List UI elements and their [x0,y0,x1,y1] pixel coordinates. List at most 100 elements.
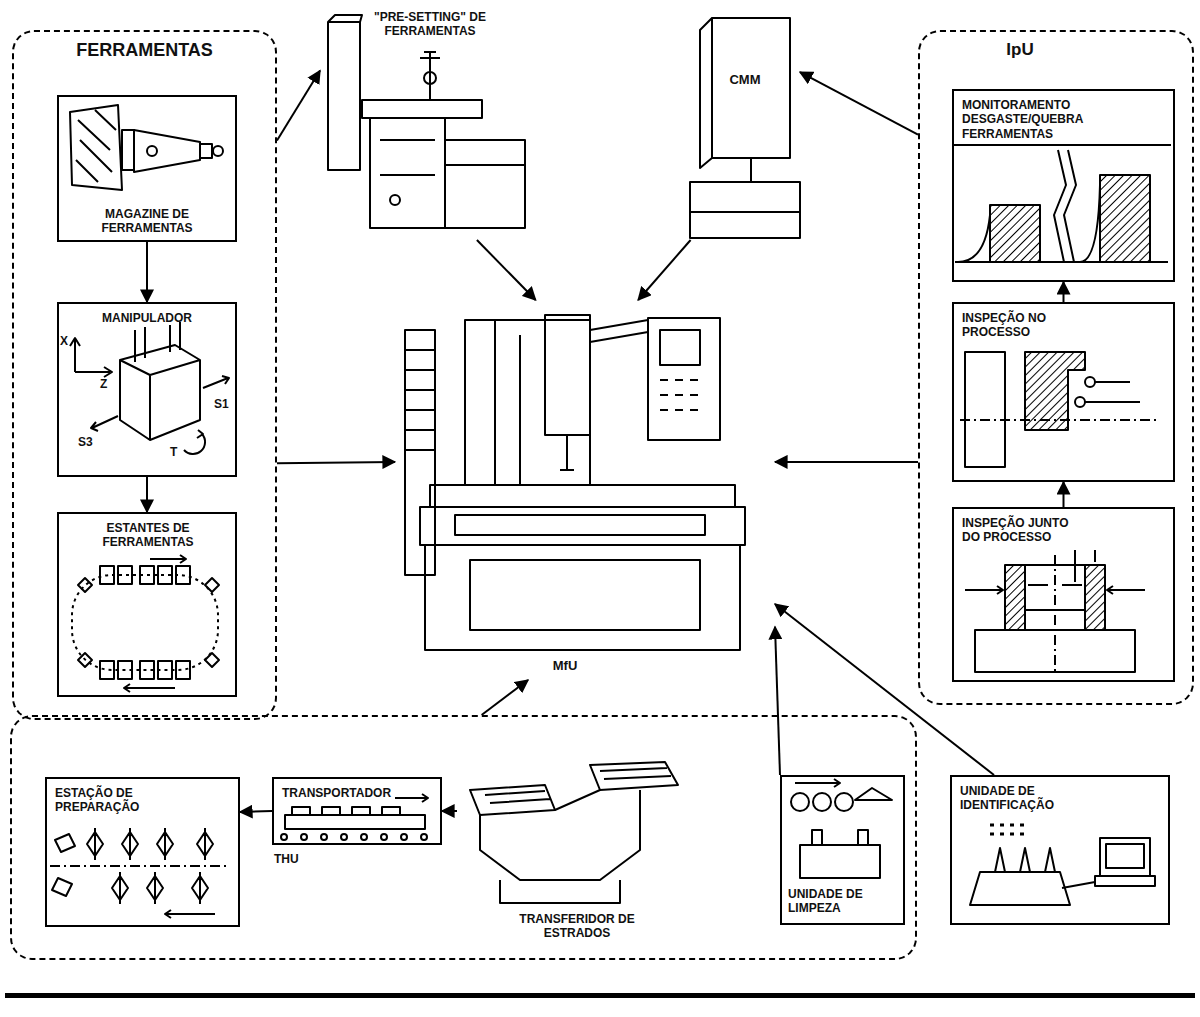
presetter-cabinet [445,140,525,228]
flow-arrow [146,477,148,512]
probe [1085,377,1095,387]
tool-box: MANIPULADOR [57,302,237,477]
cmm-side [700,18,751,182]
center-line [50,865,230,867]
node-label: TRANSPORTADOR [282,786,432,800]
tool-box: ESTANTES DE FERRAMENTAS [57,512,237,697]
flow-arrow [277,71,320,141]
tool-pockets [100,566,190,679]
flow-arrow [1063,282,1065,302]
node-label: IpU [980,40,1060,60]
presetter-knob [390,195,400,205]
tool-hole [147,146,157,156]
break-mark [1054,150,1076,262]
line-art [50,15,1171,918]
conveyor-belt [285,815,425,829]
panel-screen [660,330,700,365]
chart-axes [952,145,1171,262]
station-box: ESTAÇÃO DE PREPARAÇÃO [45,777,240,927]
flow-arrow [482,680,528,715]
station-box: UNIDADE DE LIMPEZA [780,775,905,925]
node-label: ESTAÇÃO DE PREPARAÇÃO [55,786,165,815]
presetter-optics [420,52,440,100]
node-label: MANIPULADOR [63,311,231,325]
axes [70,338,112,377]
spindle [560,435,574,470]
rotation-arrow [184,430,205,454]
tool-taper [134,130,200,172]
fixture-elements [87,828,213,904]
panel-keys [660,380,698,410]
machine-figure: MfU [395,300,775,680]
pull-stud-knob [213,146,223,156]
node-label: UNIDADE DE IDENTIFICAÇÃO [960,784,1090,813]
ipu-group: IpUMONITORAMENTO DESGASTE/QUEBRA FERRAME… [918,30,1194,705]
shuttle-frame [480,790,640,880]
flow-arrow [775,604,994,775]
flow-arrow [775,627,780,775]
monitor-screen [1106,844,1144,868]
base-rule [5,993,1195,998]
flow-arrow [775,461,918,463]
gripper-fingers [135,322,180,362]
wash-tank [800,830,880,878]
panel-arm [590,320,648,342]
node-label: INSPEÇÃO NO PROCESSO [962,311,1082,340]
axis-label: S1 [214,398,229,411]
node-label: MfU [535,658,595,674]
inspection-box: INSPEÇÃO NO PROCESSO [952,302,1175,482]
spindle-head [545,315,590,435]
conveyor-pallets [292,807,400,815]
machine-table [430,485,735,507]
column-ribs [495,320,520,485]
conveyor-rollers [281,834,427,840]
flow-arrow [146,242,148,302]
station-box: UNIDADE DE IDENTIFICAÇÃO [950,775,1170,925]
axis-label: S3 [78,436,93,449]
node-label: MAGAZINE DE FERRAMENTAS [63,207,231,236]
tool-chain [72,575,218,670]
node-label: THU [274,852,314,866]
node-label: FERRAMENTAS [14,40,275,62]
inspection-box: INSPEÇÃO JUNTO DO PROCESSO [952,507,1175,682]
machine-figure: "PRE-SETTING" DE FERRAMENTAS [320,8,535,240]
washer-carriage [855,788,892,800]
corner-pockets [78,578,219,667]
presetter-arm [362,100,482,118]
tilted-elements [52,834,75,896]
machine-figure: TRANSFERIDOR DE ESTRADOS [457,762,697,952]
motion-arrows [91,376,229,431]
signal-curves [958,185,1100,262]
center-line [1054,555,1056,672]
control-panel [648,318,720,440]
pallet [470,785,555,815]
presetter-column [328,15,362,170]
flow-arrow [165,910,215,918]
machine-base [425,545,740,650]
axis-label: Z [100,378,107,391]
part-wall [1005,565,1025,630]
node-label: INSPEÇÃO JUNTO DO PROCESSO [962,516,1082,545]
tool-box: MAGAZINE DE FERRAMENTAS [57,95,237,242]
pallet [590,762,678,790]
conveyor-arrow [395,794,428,802]
tool-collar [122,130,134,170]
gauge-arrows [965,550,1145,594]
machine-figure: CMM [665,10,800,240]
gripper [120,345,200,440]
tool-group: FERRAMENTAS MAGAZINE DE FERRAMENTAS MANIPU… [12,30,277,720]
chuck [965,352,1005,467]
pull-stud [200,144,212,158]
axis-label: X [60,335,68,348]
machine-saddle [420,507,745,545]
code-dots [990,825,1024,834]
flow-arrow [477,240,536,300]
node-label: CMM [715,72,775,88]
code-pallet [970,848,1070,905]
flow-arrow [240,811,272,812]
cmm-table [690,182,800,238]
presetter-body [370,118,445,228]
signal-bar [1100,175,1150,262]
station-box: TRANSPORTADOR [272,777,442,845]
